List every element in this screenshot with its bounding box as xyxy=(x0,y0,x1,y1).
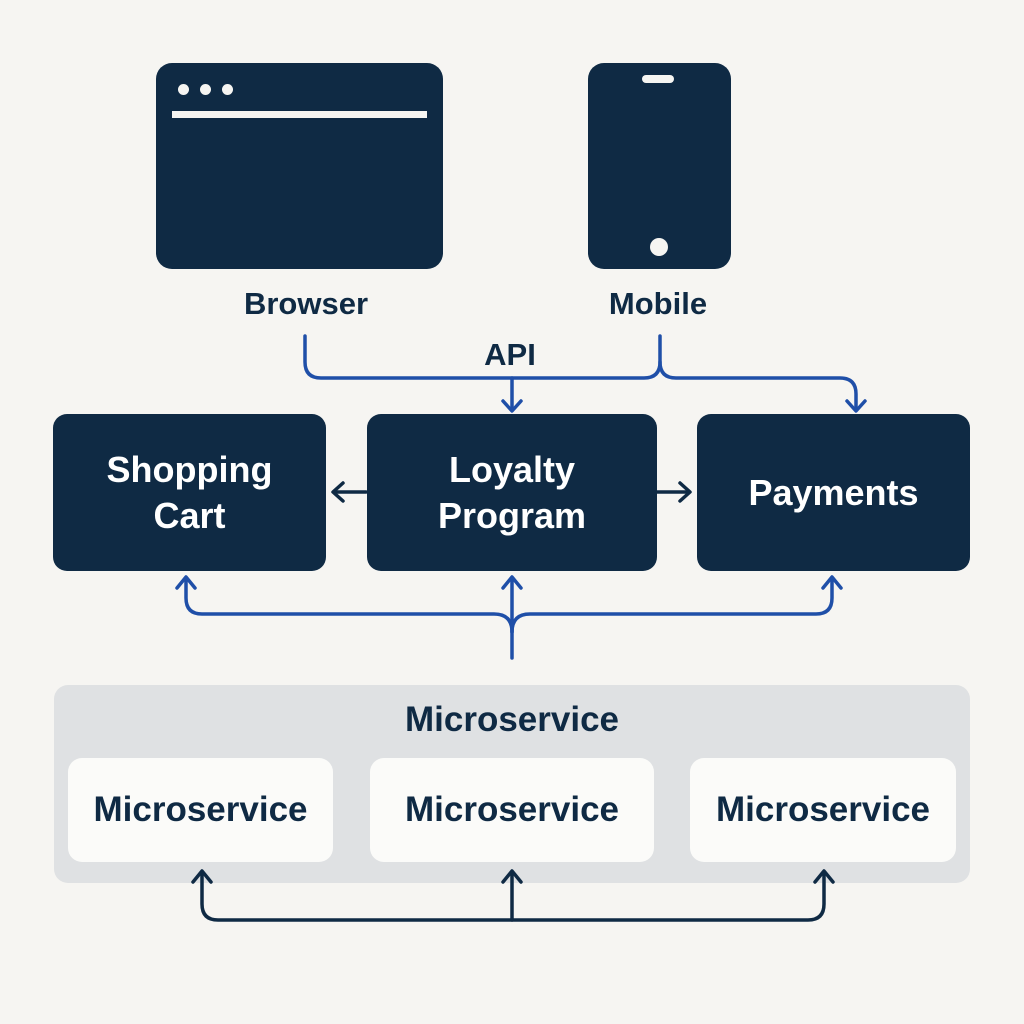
api-label: API xyxy=(484,337,536,372)
microservice-card[interactable]: Microservice xyxy=(370,758,654,862)
microservice-to-payments-connector xyxy=(510,576,834,634)
microservice-card[interactable]: Microservice xyxy=(68,758,333,862)
mobile-label: Mobile xyxy=(608,286,708,321)
service-loyalty-program[interactable]: Loyalty Program xyxy=(367,414,657,571)
arrowhead-icon xyxy=(678,481,692,503)
browser-label: Browser xyxy=(243,286,369,321)
service-label: Shopping Cart xyxy=(106,448,273,536)
microservice-group-title: Microservice xyxy=(404,700,620,739)
window-dot-icon xyxy=(222,84,233,95)
phone-home-button-icon xyxy=(650,238,668,256)
service-shopping-cart[interactable]: Shopping Cart xyxy=(53,414,326,571)
microservice-label: Microservice xyxy=(404,790,620,829)
service-label: Payments xyxy=(748,471,919,513)
api-connector-mobile-to-payments xyxy=(658,360,858,412)
browser-window-icon xyxy=(156,63,443,269)
service-label: Loyalty Program xyxy=(437,448,587,536)
microservice-label: Microservice xyxy=(93,790,308,829)
phone-speaker-icon xyxy=(642,75,674,83)
window-dot-icon xyxy=(178,84,189,95)
arrowhead-icon xyxy=(821,575,843,590)
microservice-to-services-connector xyxy=(184,576,514,660)
service-payments[interactable]: Payments xyxy=(697,414,970,571)
arrowhead-icon xyxy=(175,575,197,590)
arrowhead-icon xyxy=(501,399,523,413)
mobile-phone-icon xyxy=(588,63,731,269)
arrowhead-icon xyxy=(845,399,867,413)
microservice-card[interactable]: Microservice xyxy=(690,758,956,862)
address-bar-line xyxy=(172,111,427,118)
window-dot-icon xyxy=(200,84,211,95)
arrowhead-icon xyxy=(501,575,523,590)
microservice-label: Microservice xyxy=(715,790,931,829)
arrowhead-icon xyxy=(331,481,345,503)
